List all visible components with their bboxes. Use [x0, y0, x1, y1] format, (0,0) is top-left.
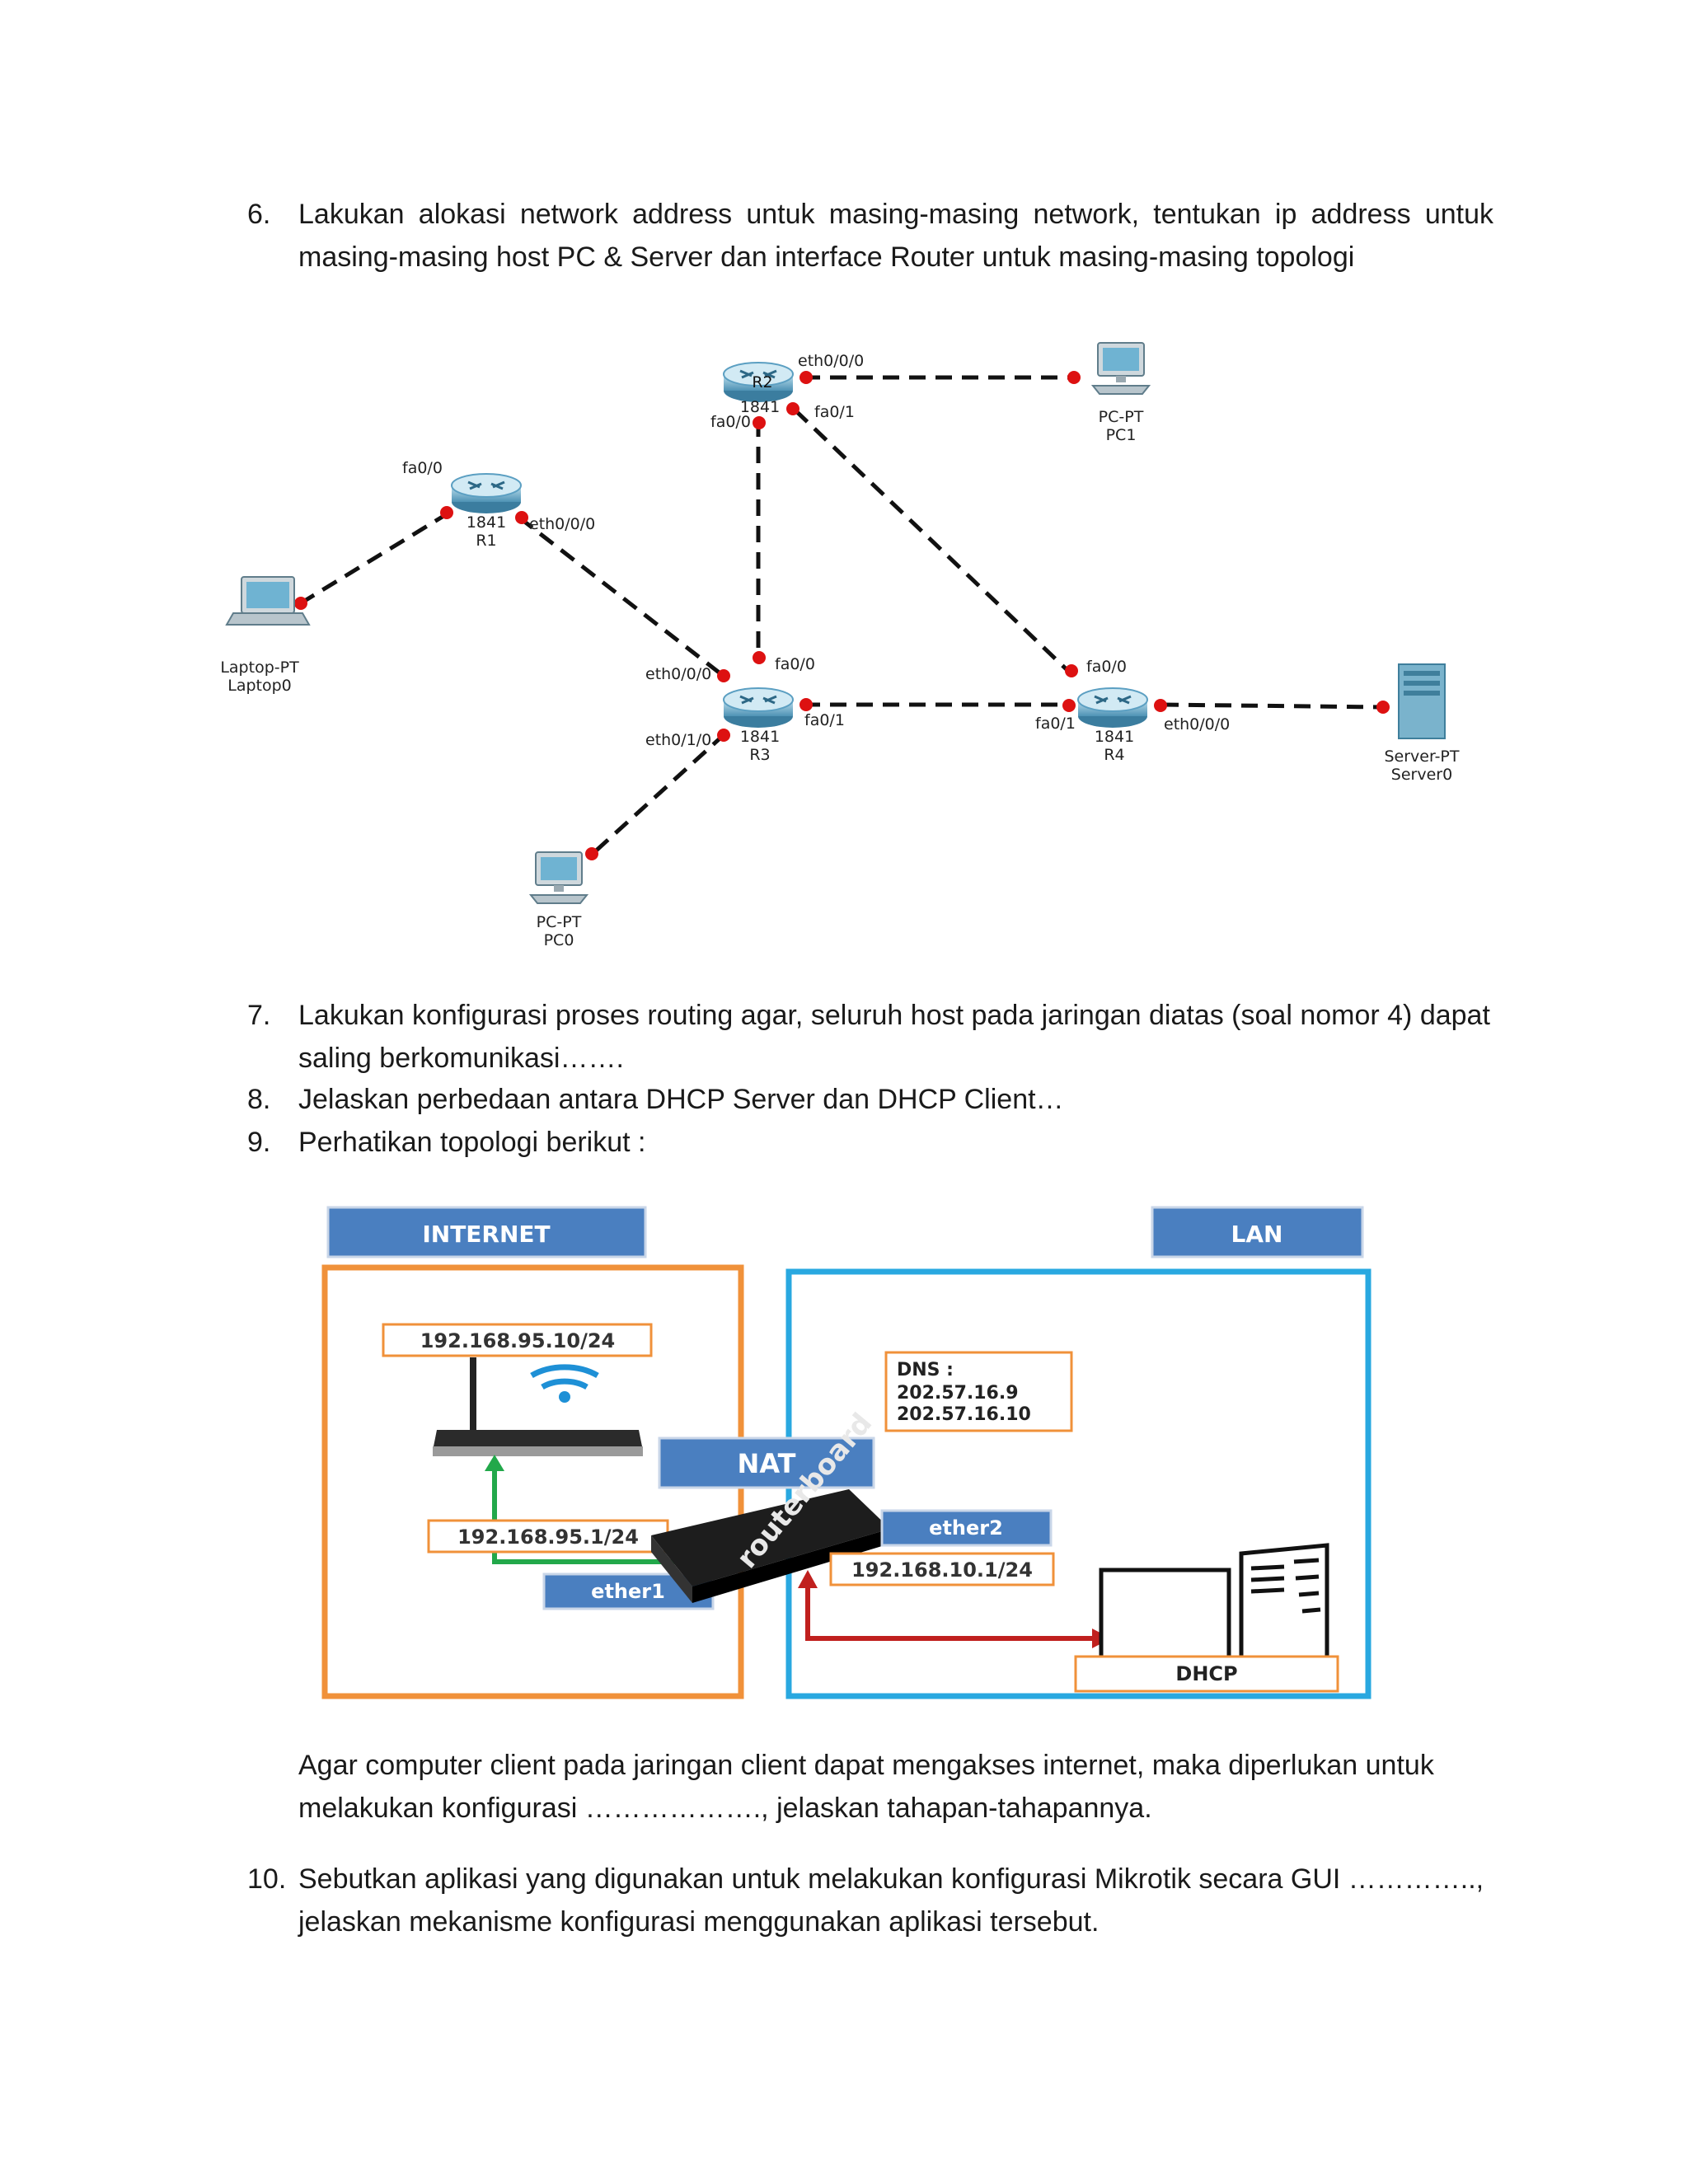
internet-label: INTERNET [422, 1221, 550, 1248]
pc0-icon[interactable] [530, 851, 588, 904]
ether1-label: ether1 [591, 1580, 665, 1603]
r1-if-eth: eth0/0/0 [529, 515, 595, 533]
r3-model: 1841 [740, 728, 780, 746]
link-r1-r3 [518, 516, 723, 676]
r4-name: R4 [1104, 746, 1124, 764]
r3-if-eth000: eth0/0/0 [645, 665, 711, 683]
lan-ip: 192.168.10.1/24 [851, 1558, 1033, 1582]
pc1-icon[interactable] [1092, 342, 1150, 395]
dns-1: 202.57.16.9 [897, 1383, 1019, 1404]
link-r2-r4 [794, 409, 1073, 676]
question-number: 8. [247, 1084, 271, 1115]
lan-label: LAN [1231, 1221, 1283, 1248]
r4-if-fa1: fa0/1 [1035, 715, 1076, 733]
r2-if-eth: eth0/0/0 [798, 352, 864, 370]
question-text: Lakukan konfigurasi proses routing agar,… [298, 1000, 1490, 1074]
network-topology-diagram: R2 1841 eth0/0/0 fa0/0 fa0/1 PC-PT PC1 f… [220, 342, 1460, 949]
r3-if-fa0: fa0/0 [775, 655, 815, 673]
pc0-name: PC0 [544, 931, 574, 949]
question-number: 9. [247, 1127, 271, 1158]
r4-if-eth: eth0/0/0 [1164, 715, 1230, 733]
link-r4-server [1161, 702, 1386, 710]
r3-if-fa1: fa0/1 [804, 711, 845, 729]
question-text: Perhatikan topologi berikut : [298, 1127, 646, 1158]
r2-if-fa1: fa0/1 [814, 403, 855, 421]
r3-name: R3 [749, 746, 770, 764]
link-r1-laptop [302, 510, 451, 604]
laptop0-icon[interactable] [225, 576, 311, 626]
dns-2: 202.57.16.10 [897, 1404, 1031, 1425]
nat-label: NAT [738, 1448, 796, 1479]
question-number: 10. [247, 1863, 287, 1895]
r1-model: 1841 [467, 513, 506, 532]
nat-diagram: INTERNET LAN 192.168.95.10/24 192.168.95… [321, 1206, 1372, 1699]
server-name: Server0 [1391, 766, 1452, 784]
wan-ip: 192.168.95.10/24 [420, 1329, 616, 1352]
r2-model: 1841 [740, 398, 780, 416]
question-text: Jelaskan perbedaan antara DHCP Server da… [298, 1084, 1064, 1115]
r3-if-eth010: eth0/1/0 [645, 731, 711, 749]
router-r3[interactable] [722, 687, 795, 729]
ether2-label: ether2 [929, 1516, 1003, 1540]
server-type: Server-PT [1384, 748, 1459, 766]
q9-paragraph: Agar computer client pada jaringan clien… [298, 1750, 1434, 1824]
r1-name: R1 [476, 532, 496, 550]
r2-name: R2 [752, 373, 772, 391]
r4-if-fa0: fa0/0 [1086, 658, 1127, 676]
laptop-name: Laptop0 [227, 677, 292, 695]
router-r1[interactable] [450, 472, 523, 515]
pc1-name: PC1 [1106, 426, 1137, 444]
pc1-type: PC-PT [1099, 408, 1144, 426]
link-r3-pc0 [592, 732, 727, 855]
question-number: 6. [247, 199, 271, 230]
pc0-type: PC-PT [537, 913, 582, 931]
question-text: Sebutkan aplikasi yang digunakan untuk m… [298, 1863, 1484, 1938]
r1-if-fa0: fa0/0 [402, 459, 443, 477]
r2-if-fa0: fa0/0 [710, 413, 751, 431]
router-r4[interactable] [1076, 687, 1149, 729]
wifi-router-icon [433, 1357, 643, 1456]
server0-icon[interactable] [1398, 663, 1446, 739]
laptop-type: Laptop-PT [220, 658, 299, 677]
question-number: 7. [247, 1000, 271, 1031]
routerboard-device-icon [651, 1489, 890, 1603]
dhcp-label: DHCP [1175, 1662, 1237, 1685]
question-text: Lakukan alokasi network address untuk ma… [298, 199, 1493, 273]
dns-label: DNS : [897, 1360, 954, 1380]
r4-model: 1841 [1095, 728, 1134, 746]
gateway-ip: 192.168.95.1/24 [457, 1526, 639, 1549]
